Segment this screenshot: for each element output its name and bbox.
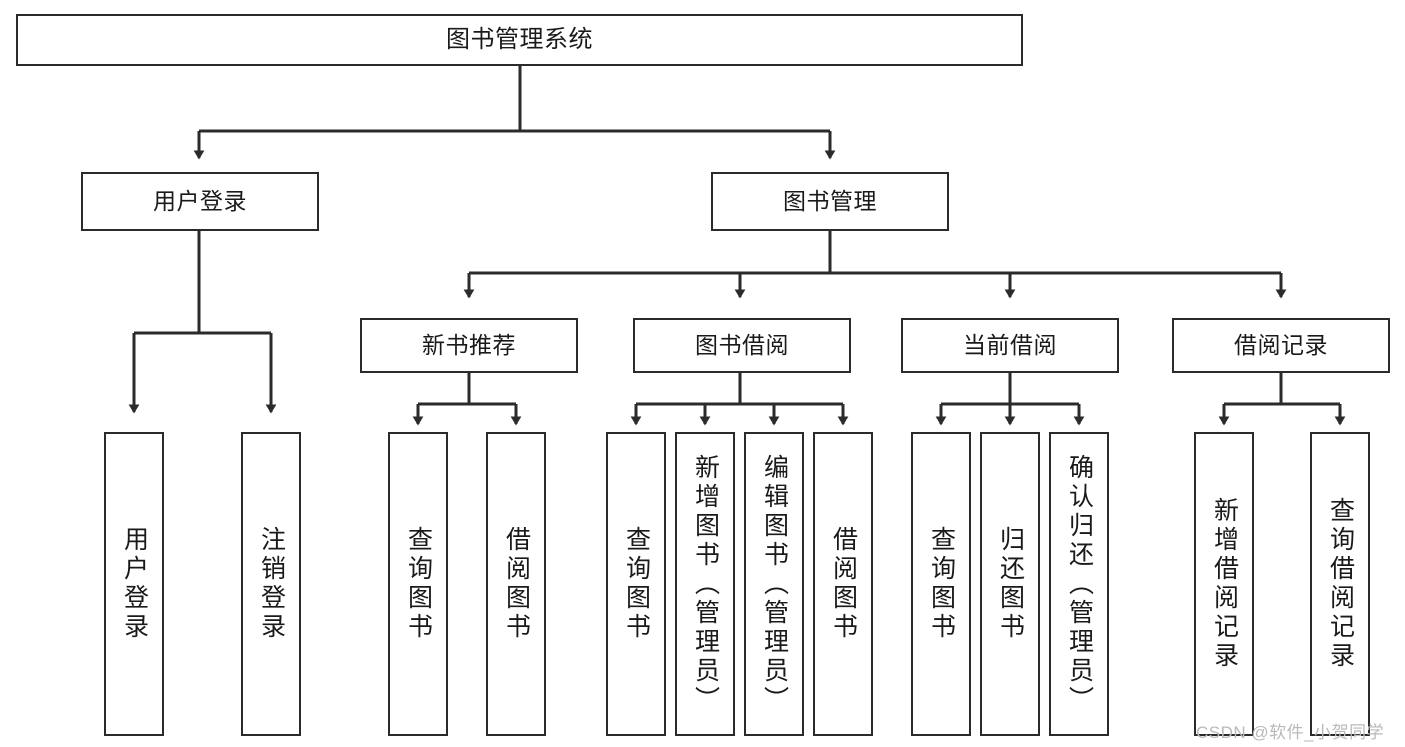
leaf-confirm-return-label: 确认归还（管理员） (1065, 453, 1094, 715)
leaf-query-book-1-label: 查询图书 (404, 526, 433, 642)
node-book-borrow[interactable]: 图书借阅 (633, 318, 851, 373)
watermark: CSDN @软件_小贺同学 (1196, 723, 1385, 742)
node-borrow-record-label: 借阅记录 (1234, 331, 1328, 358)
leaf-query-book-2-label: 查询图书 (622, 526, 651, 642)
leaf-confirm-return[interactable]: 确认归还（管理员） (1049, 432, 1109, 736)
node-current-borrow[interactable]: 当前借阅 (901, 318, 1119, 373)
leaf-user-logout-label: 注销登录 (257, 526, 286, 642)
node-book-borrow-label: 图书借阅 (695, 331, 789, 358)
leaf-query-book-2[interactable]: 查询图书 (606, 432, 666, 736)
leaf-add-record[interactable]: 新增借阅记录 (1194, 432, 1254, 736)
leaf-query-book-1[interactable]: 查询图书 (388, 432, 448, 736)
leaf-add-book-label: 新增图书（管理员） (691, 453, 720, 715)
node-user-login[interactable]: 用户登录 (81, 172, 319, 231)
leaf-user-logout[interactable]: 注销登录 (241, 432, 301, 736)
node-user-login-label: 用户登录 (153, 187, 247, 214)
leaf-query-book-3[interactable]: 查询图书 (911, 432, 971, 736)
leaf-add-book[interactable]: 新增图书（管理员） (675, 432, 735, 736)
node-new-book-recommend-label: 新书推荐 (422, 331, 516, 358)
leaf-query-book-3-label: 查询图书 (927, 526, 956, 642)
leaf-edit-book-label: 编辑图书（管理员） (760, 453, 789, 715)
leaf-edit-book[interactable]: 编辑图书（管理员） (744, 432, 804, 736)
node-root-label: 图书管理系统 (446, 25, 593, 53)
leaf-user-login-label: 用户登录 (120, 526, 149, 642)
leaf-borrow-book-1[interactable]: 借阅图书 (486, 432, 546, 736)
leaf-add-record-label: 新增借阅记录 (1210, 497, 1239, 671)
leaf-user-login[interactable]: 用户登录 (104, 432, 164, 736)
leaf-query-record-label: 查询借阅记录 (1326, 497, 1355, 671)
node-new-book-recommend[interactable]: 新书推荐 (360, 318, 578, 373)
leaf-return-book-label: 归还图书 (996, 526, 1025, 642)
leaf-query-record[interactable]: 查询借阅记录 (1310, 432, 1370, 736)
leaf-borrow-book-2[interactable]: 借阅图书 (813, 432, 873, 736)
leaf-borrow-book-1-label: 借阅图书 (502, 526, 531, 642)
node-book-manage-label: 图书管理 (783, 187, 877, 214)
node-borrow-record[interactable]: 借阅记录 (1172, 318, 1390, 373)
node-current-borrow-label: 当前借阅 (963, 331, 1057, 358)
node-book-manage[interactable]: 图书管理 (711, 172, 949, 231)
leaf-return-book[interactable]: 归还图书 (980, 432, 1040, 736)
node-root[interactable]: 图书管理系统 (16, 14, 1023, 66)
leaf-borrow-book-2-label: 借阅图书 (829, 526, 858, 642)
